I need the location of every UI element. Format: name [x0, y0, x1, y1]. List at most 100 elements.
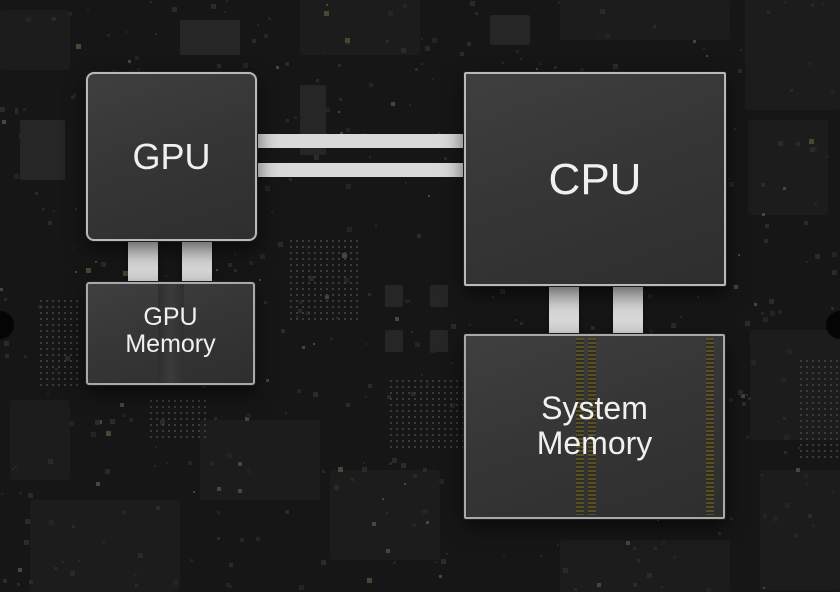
board-component	[420, 404, 422, 406]
board-component	[818, 408, 820, 410]
board-component	[408, 416, 410, 418]
board-component	[637, 559, 640, 562]
board-component	[320, 288, 322, 290]
board-component	[836, 372, 838, 374]
board-component	[734, 285, 738, 289]
board-component	[438, 380, 440, 382]
board-component	[320, 264, 322, 266]
board-component	[414, 386, 416, 388]
board-component	[224, 11, 226, 13]
board-component	[234, 269, 237, 272]
board-component	[296, 258, 298, 260]
board-component	[308, 318, 310, 320]
board-component	[344, 246, 346, 248]
board-component	[818, 456, 820, 458]
board-component	[763, 587, 765, 589]
board-component	[290, 258, 292, 260]
board-component	[296, 264, 298, 266]
board-component	[52, 306, 54, 308]
board-component	[392, 458, 397, 463]
board-component	[462, 410, 464, 412]
board-component	[42, 208, 45, 211]
board-component	[134, 574, 137, 577]
board-component	[240, 538, 244, 542]
board-component	[385, 285, 403, 307]
board-component	[830, 390, 832, 392]
board-component	[308, 312, 310, 314]
board-component	[800, 408, 802, 410]
board-component	[350, 300, 352, 302]
board-component	[320, 306, 322, 308]
board-component	[180, 400, 182, 402]
board-component	[314, 270, 316, 272]
board-component	[64, 360, 66, 362]
board-component	[160, 420, 165, 425]
board-component	[438, 446, 440, 448]
board-component	[435, 561, 437, 563]
board-component	[156, 424, 158, 426]
board-component	[470, 1, 475, 6]
board-component	[52, 330, 54, 332]
board-component	[812, 426, 814, 428]
board-component	[137, 68, 140, 71]
board-component	[800, 396, 802, 398]
board-component	[76, 44, 81, 49]
board-component	[76, 312, 78, 314]
board-component	[326, 240, 328, 242]
board-component	[763, 317, 768, 322]
board-component	[808, 62, 811, 65]
board-component	[426, 434, 428, 436]
board-component	[830, 456, 832, 458]
board-component	[350, 240, 352, 242]
board-component	[296, 276, 298, 278]
board-component	[420, 446, 422, 448]
board-component	[135, 56, 139, 60]
board-component	[252, 39, 256, 43]
board-component	[408, 392, 410, 394]
board-component	[193, 491, 195, 493]
board-component	[503, 556, 505, 558]
board-component	[314, 312, 316, 314]
board-component	[198, 430, 200, 432]
board-component	[836, 390, 838, 392]
board-component	[166, 462, 168, 464]
board-component	[369, 156, 371, 158]
board-component	[386, 512, 388, 514]
board-component	[55, 368, 58, 371]
board-component	[450, 386, 452, 388]
board-component	[58, 318, 60, 320]
board-component	[812, 432, 814, 434]
board-component	[314, 282, 316, 284]
board-component	[332, 246, 334, 248]
board-component	[338, 64, 341, 67]
board-component	[456, 440, 458, 442]
board-component	[180, 20, 240, 55]
board-component	[671, 323, 676, 328]
board-component	[812, 372, 814, 374]
board-component	[320, 252, 322, 254]
board-component	[597, 583, 601, 587]
board-component	[778, 141, 783, 146]
board-component	[204, 400, 206, 402]
board-component	[70, 348, 72, 350]
board-component	[432, 428, 434, 430]
board-component	[64, 306, 66, 308]
board-component	[438, 398, 440, 400]
board-component	[28, 493, 33, 498]
board-component	[70, 312, 72, 314]
board-component	[432, 416, 434, 418]
board-component	[444, 380, 446, 382]
board-component	[432, 434, 434, 436]
board-component	[296, 306, 298, 308]
board-component	[367, 578, 372, 583]
board-component	[432, 398, 434, 400]
board-component	[256, 537, 260, 541]
board-component	[71, 247, 73, 249]
board-component	[338, 282, 340, 284]
board-component	[426, 521, 429, 524]
board-component	[390, 428, 392, 430]
board-component	[302, 246, 304, 248]
board-component	[78, 560, 80, 562]
board-component	[806, 483, 808, 485]
